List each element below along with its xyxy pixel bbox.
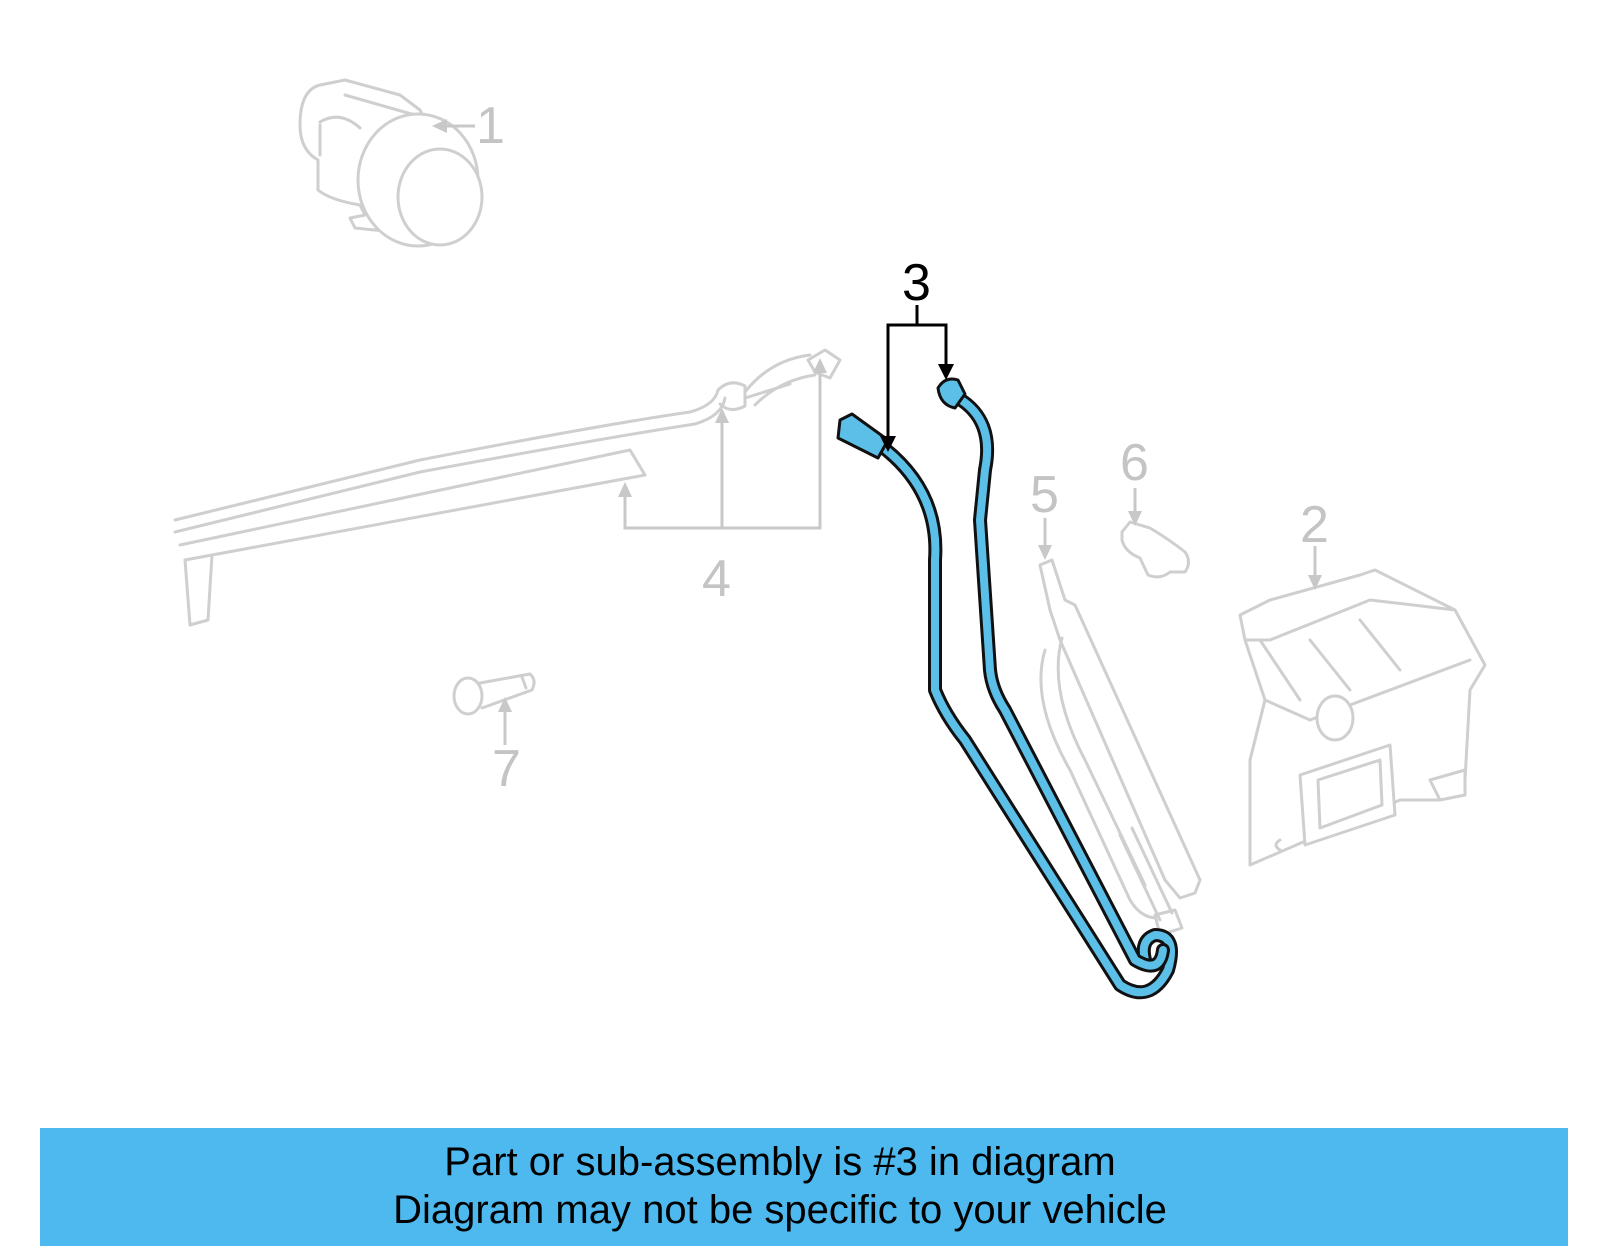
banner-line-1: Part or sub-assembly is #3 in diagram: [444, 1140, 1116, 1184]
callout-2-number: 2: [1300, 496, 1329, 554]
callout-6: 6: [1120, 434, 1149, 526]
hose-fitting-right: [936, 377, 967, 410]
part-6-bracket: [1120, 520, 1190, 579]
callout-5-number: 5: [1030, 466, 1059, 524]
info-banner: Part or sub-assembly is #3 in diagram Di…: [40, 1128, 1568, 1246]
callout-3: 3: [880, 254, 954, 452]
callout-1: 1: [432, 97, 505, 155]
callout-4-number: 4: [702, 550, 731, 608]
callout-1-number: 1: [476, 97, 505, 155]
callout-6-number: 6: [1120, 434, 1149, 492]
hose-fitting-left: [836, 412, 890, 460]
callout-2: 2: [1300, 496, 1329, 590]
part-3-hose: [836, 377, 1178, 1000]
callout-7-number: 7: [492, 740, 521, 798]
part-5-cylinder: [1038, 558, 1202, 937]
callout-4: 4: [618, 358, 827, 608]
part-4-tube: [173, 348, 842, 627]
part-7-bolt: [452, 672, 536, 716]
part-2-housing: [1238, 568, 1487, 867]
banner-line-2: Diagram may not be specific to your vehi…: [393, 1188, 1167, 1232]
callout-3-number: 3: [902, 254, 931, 312]
callout-5: 5: [1030, 466, 1059, 560]
part-1-sensor: [298, 78, 484, 248]
callout-7: 7: [492, 697, 521, 798]
